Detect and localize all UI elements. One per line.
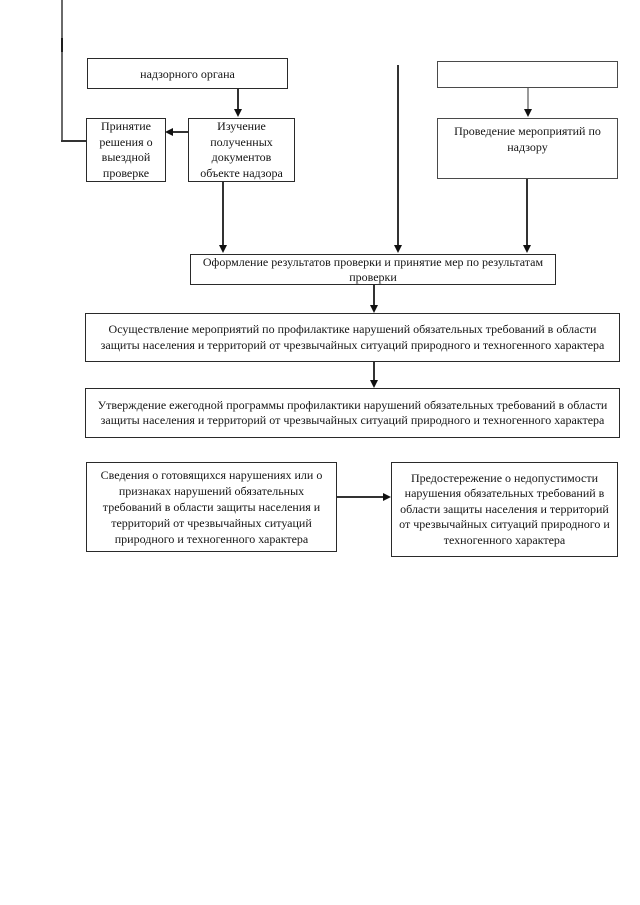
connector-topleft-horizontal-line	[61, 140, 87, 142]
connector-documentstudy-to-results	[222, 182, 224, 246]
node-empty-top-right	[437, 61, 618, 88]
arrowhead-right-icon	[383, 493, 391, 501]
connector-supervisionactivities-to-results	[526, 179, 528, 246]
connector-prevention-to-annualprogram	[373, 362, 375, 381]
connector-supervisorybody-to-documentstudy	[237, 89, 239, 110]
arrowhead-down-icon	[370, 380, 378, 388]
arrowhead-down-icon	[219, 245, 227, 253]
node-onsite-decision: Принятие решения о выездной проверке	[86, 118, 166, 182]
arrowhead-down-icon	[370, 305, 378, 313]
connector-documentstudy-to-onsitedecision	[172, 131, 188, 133]
node-supervision-activities: Проведение мероприятий по надзору	[437, 118, 618, 179]
arrowhead-down-icon	[524, 109, 532, 117]
arrowhead-left-icon	[165, 128, 173, 136]
connector-center-vertical-to-results	[397, 65, 399, 246]
connector-topleft-line-joint	[61, 38, 63, 52]
connector-topleft-vertical-line	[61, 0, 63, 142]
node-results-registration: Оформление результатов проверки и принят…	[190, 254, 556, 285]
connector-emptybox-to-supervisionactivities	[527, 88, 529, 110]
connector-violationinfo-to-warning	[337, 496, 384, 498]
arrowhead-down-icon	[234, 109, 242, 117]
node-supervisory-body: надзорного органа	[87, 58, 288, 89]
arrowhead-down-icon	[394, 245, 402, 253]
node-violation-info: Сведения о готовящихся нарушениях или о …	[86, 462, 337, 552]
node-warning-notice: Предостережение о недопустимости нарушен…	[391, 462, 618, 557]
arrowhead-down-icon	[523, 245, 531, 253]
node-prevention-activities: Осуществление мероприятий по профилактик…	[85, 313, 620, 362]
connector-results-to-prevention	[373, 285, 375, 306]
node-document-study: Изучение полученных документов объекте н…	[188, 118, 295, 182]
node-annual-program: Утверждение ежегодной программы профилак…	[85, 388, 620, 438]
